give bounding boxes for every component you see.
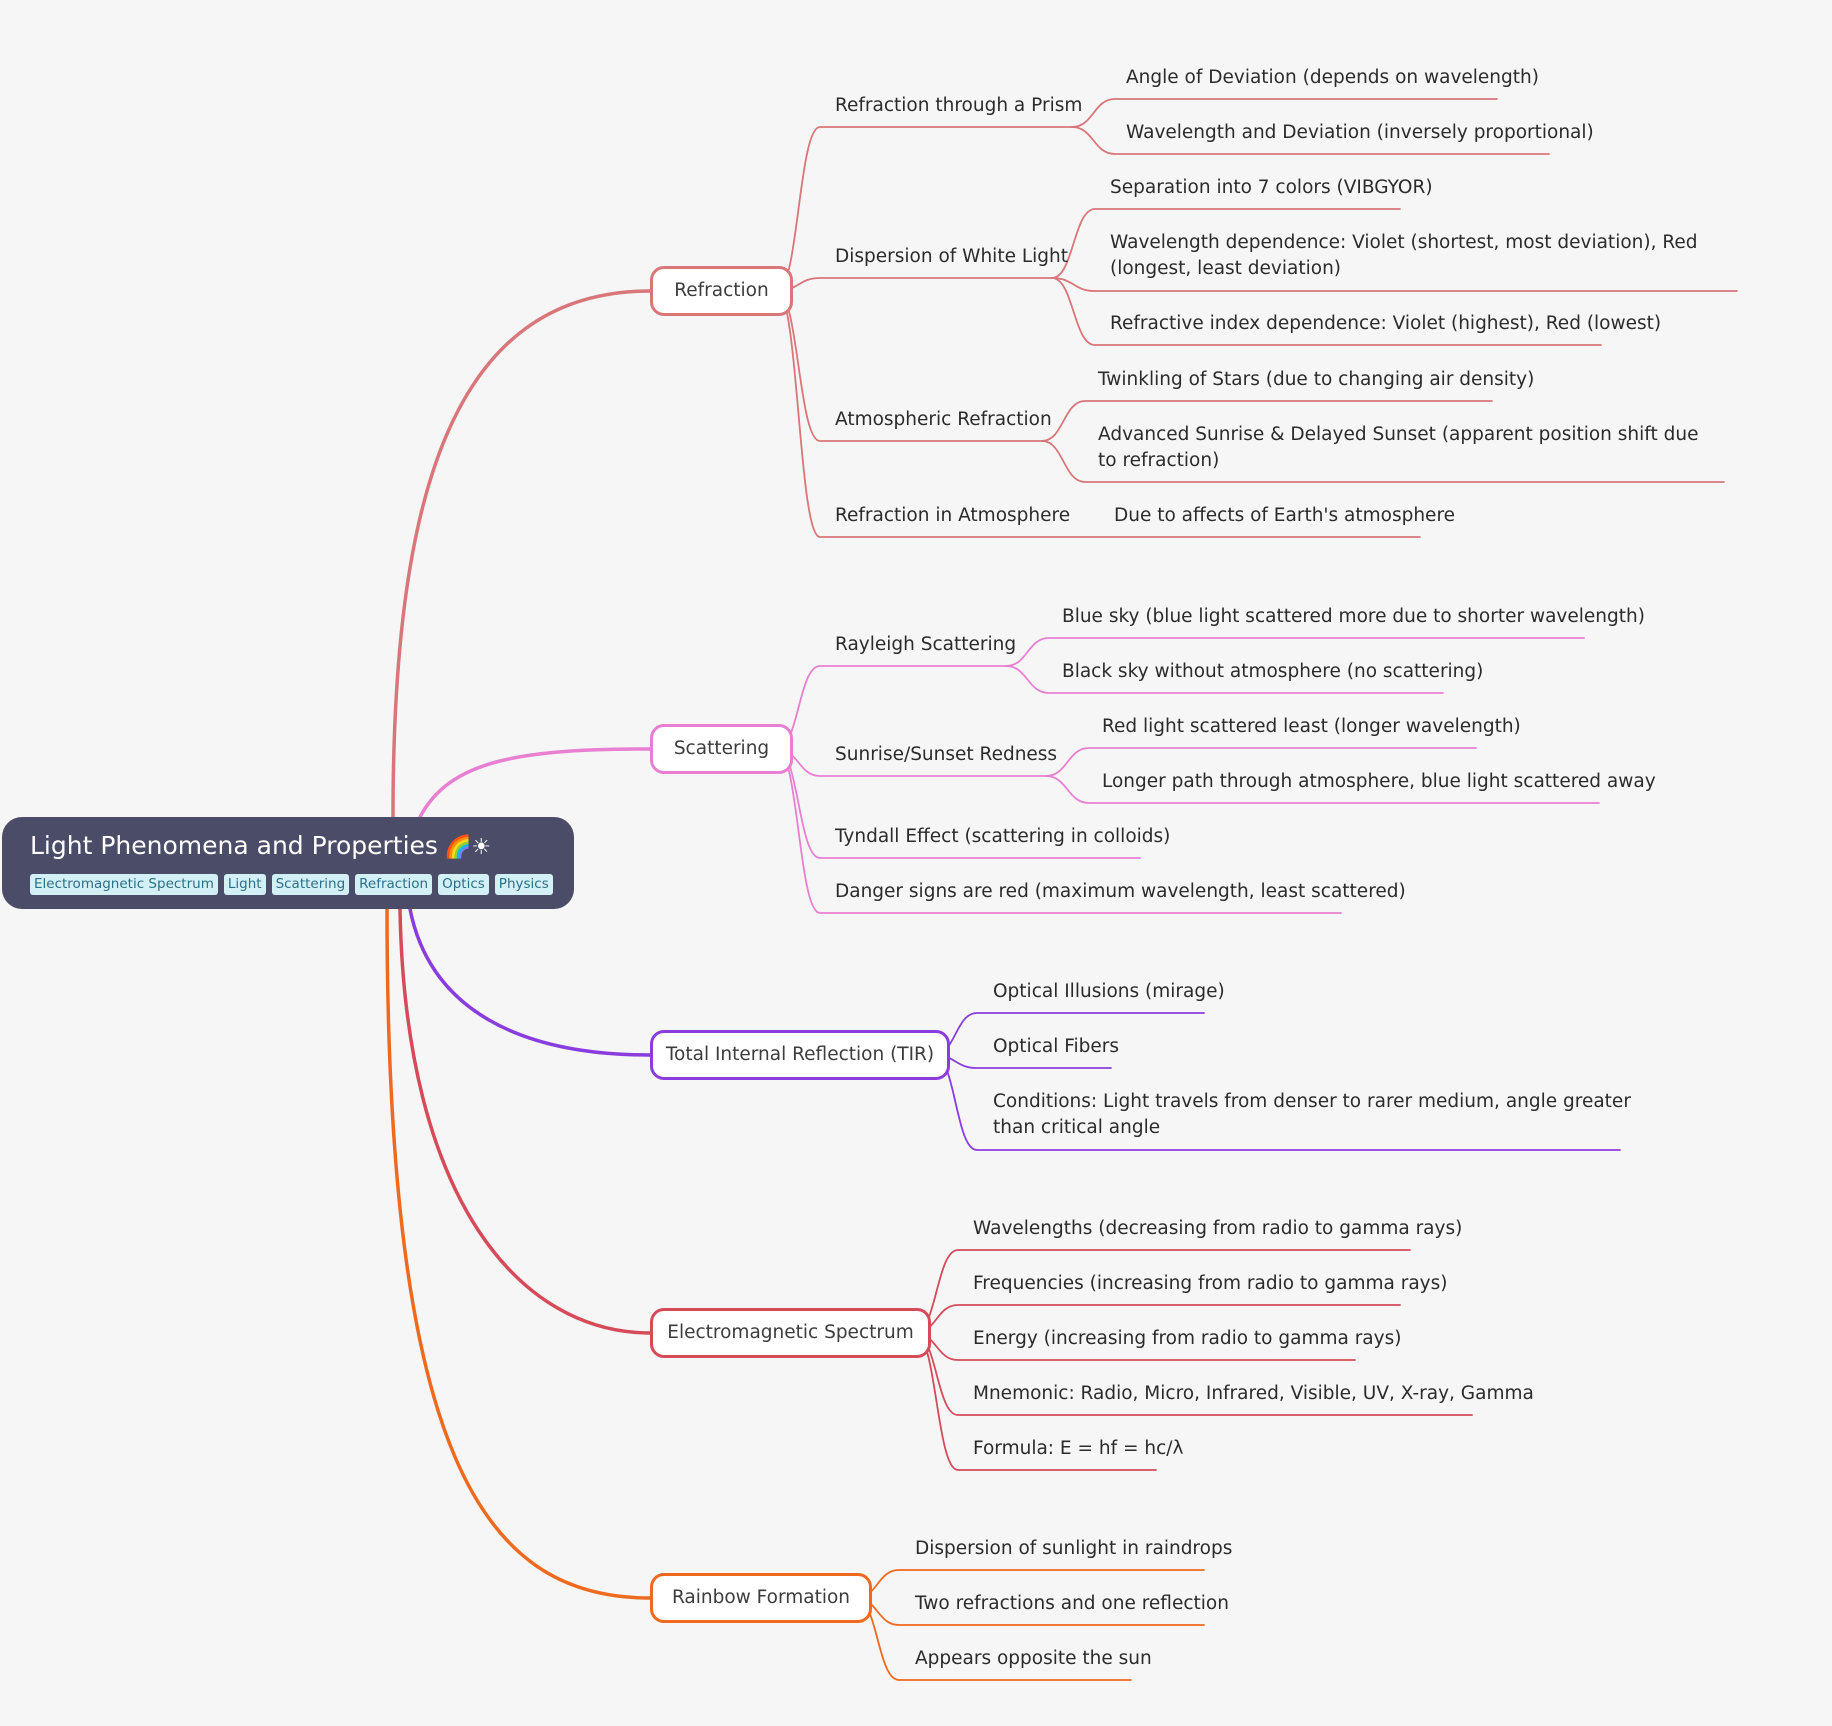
tag-electromagnetic-spectrum[interactable]: Electromagnetic Spectrum <box>30 874 218 895</box>
leaf-angle-of-deviation[interactable]: Angle of Deviation (depends on wavelengt… <box>1126 67 1539 88</box>
leaf-frequencies[interactable]: Frequencies (increasing from radio to ga… <box>973 1273 1448 1294</box>
connector-root-rainbow <box>385 907 652 1600</box>
connector-root-refraction <box>391 289 652 819</box>
leaf-black-sky[interactable]: Black sky without atmosphere (no scatter… <box>1062 661 1484 682</box>
tag-optics[interactable]: Optics <box>438 874 489 895</box>
tag-list: Electromagnetic Spectrum Light Scatterin… <box>30 874 574 895</box>
branch-total-internal-reflection[interactable]: Total Internal Reflection (TIR) <box>650 1030 950 1080</box>
leaf-optical-fibers[interactable]: Optical Fibers <box>993 1036 1120 1057</box>
node-atmospheric-refraction[interactable]: Atmospheric Refraction <box>835 409 1052 430</box>
leaf-wavelengths[interactable]: Wavelengths (decreasing from radio to ga… <box>973 1218 1463 1239</box>
tag-physics[interactable]: Physics <box>494 874 553 895</box>
leaf-twinkling-stars[interactable]: Twinkling of Stars (due to changing air … <box>1098 369 1535 390</box>
node-danger-signs-red[interactable]: Danger signs are red (maximum wavelength… <box>835 881 1406 902</box>
node-dispersion-white-light[interactable]: Dispersion of White Light <box>835 246 1069 267</box>
leaf-earths-atmosphere[interactable]: Due to affects of Earth's atmosphere <box>1114 505 1456 526</box>
branch-refraction[interactable]: Refraction <box>650 266 793 316</box>
leaf-wavelength-dependence[interactable]: Wavelength dependence: Violet (shortest,… <box>1110 232 1698 279</box>
node-refraction-in-atmosphere[interactable]: Refraction in Atmosphere <box>835 505 1071 526</box>
leaf-energy[interactable]: Energy (increasing from radio to gamma r… <box>973 1328 1402 1349</box>
connector-root-tir <box>408 907 652 1057</box>
branch-rainbow-formation[interactable]: Rainbow Formation <box>650 1573 872 1623</box>
leaf-tir-conditions[interactable]: Conditions: Light travels from denser to… <box>993 1091 1631 1138</box>
tag-refraction[interactable]: Refraction <box>355 874 433 895</box>
branch-scattering[interactable]: Scattering <box>650 724 793 774</box>
leaf-optical-illusions[interactable]: Optical Illusions (mirage) <box>993 981 1225 1002</box>
leaf-appears-opposite-sun[interactable]: Appears opposite the sun <box>915 1648 1152 1669</box>
leaf-red-light-scattered-least[interactable]: Red light scattered least (longer wavele… <box>1102 716 1521 737</box>
leaf-formula[interactable]: Formula: E = hf = hc/λ <box>973 1438 1184 1459</box>
tag-light[interactable]: Light <box>223 874 266 895</box>
node-refraction-prism[interactable]: Refraction through a Prism <box>835 95 1083 116</box>
leaf-longer-path[interactable]: Longer path through atmosphere, blue lig… <box>1102 771 1656 792</box>
leaf-blue-sky[interactable]: Blue sky (blue light scattered more due … <box>1062 606 1645 627</box>
leaf-wavelength-deviation[interactable]: Wavelength and Deviation (inversely prop… <box>1126 122 1594 143</box>
rainbow-sun-icon: 🌈☀ <box>443 835 492 860</box>
node-sunrise-sunset-redness[interactable]: Sunrise/Sunset Redness <box>835 744 1058 765</box>
leaf-dispersion-raindrops[interactable]: Dispersion of sunlight in raindrops <box>915 1538 1233 1559</box>
leaf-advanced-sunrise[interactable]: Advanced Sunrise & Delayed Sunset (appar… <box>1098 424 1699 471</box>
leaf-two-refractions[interactable]: Two refractions and one reflection <box>915 1593 1229 1614</box>
tag-scattering[interactable]: Scattering <box>271 874 350 895</box>
connector-refraction-dispersion <box>776 277 1053 292</box>
connector-root-spectrum <box>398 907 652 1335</box>
node-rayleigh-scattering[interactable]: Rayleigh Scattering <box>835 634 1017 655</box>
leaf-mnemonic[interactable]: Mnemonic: Radio, Micro, Infrared, Visibl… <box>973 1383 1534 1404</box>
branch-electromagnetic-spectrum[interactable]: Electromagnetic Spectrum <box>650 1308 931 1358</box>
root-title: Light Phenomena and Properties🌈☀ <box>30 831 492 860</box>
node-tyndall-effect[interactable]: Tyndall Effect (scattering in colloids) <box>835 826 1171 847</box>
root-node[interactable]: Light Phenomena and Properties🌈☀ Electro… <box>2 817 574 909</box>
connector-scattering-rayleigh <box>776 665 1007 750</box>
connector-root-scattering <box>418 747 652 819</box>
leaf-vibgyor[interactable]: Separation into 7 colors (VIBGYOR) <box>1110 177 1433 198</box>
leaf-refractive-index-dependence[interactable]: Refractive index dependence: Violet (hig… <box>1110 313 1662 334</box>
